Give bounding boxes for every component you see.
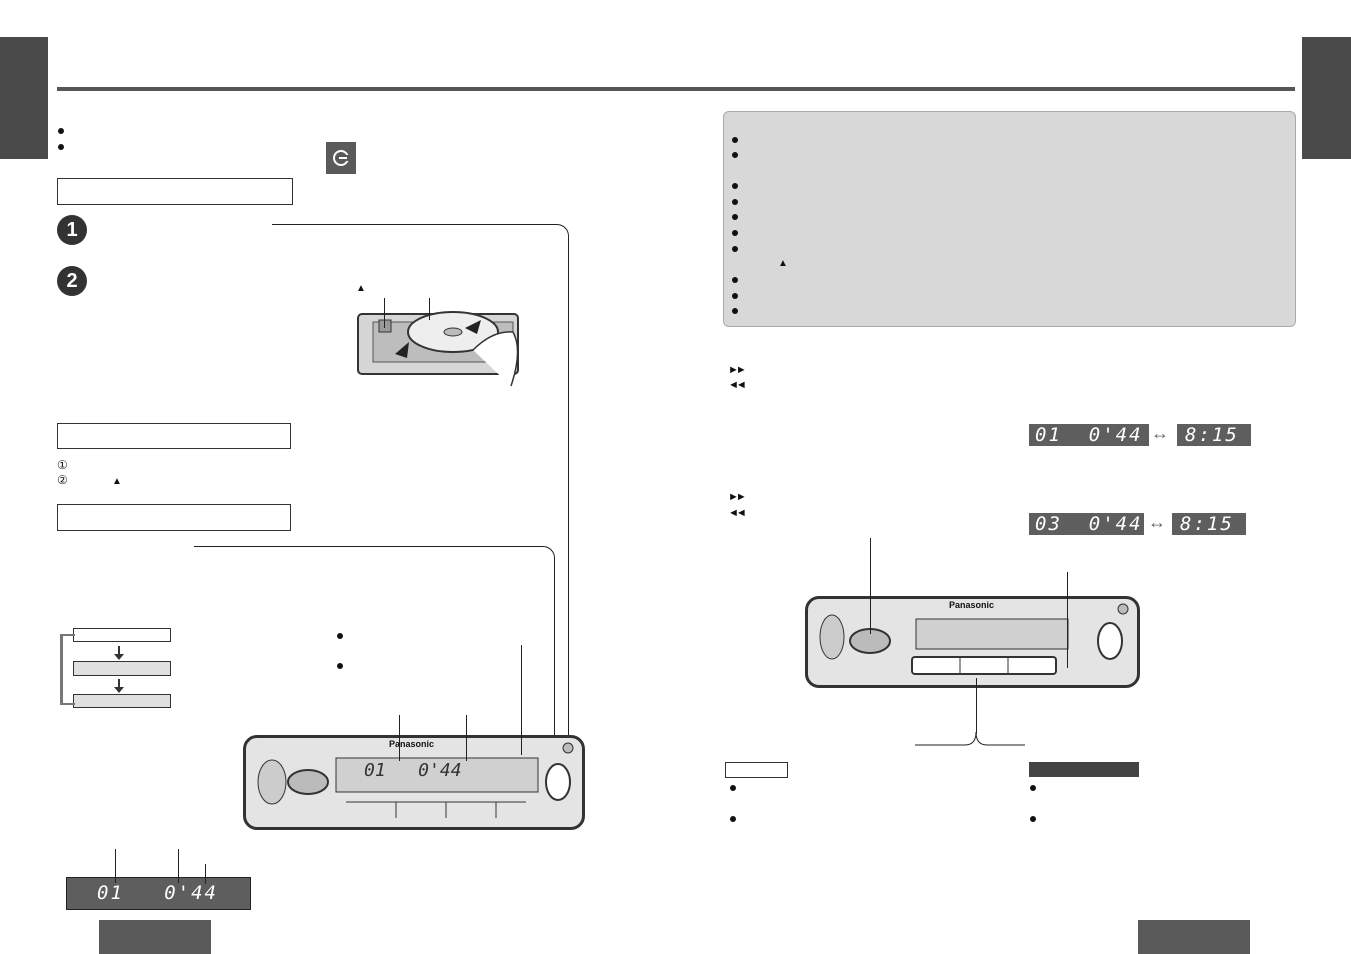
header-rule bbox=[57, 87, 1295, 91]
step-number-1: 1 bbox=[57, 215, 87, 245]
panel-brand-label: Panasonic bbox=[949, 600, 995, 610]
section-label-box bbox=[57, 504, 291, 531]
bracket-line bbox=[915, 730, 1025, 746]
option-bullet bbox=[730, 816, 736, 822]
fast-forward-icon: ►► bbox=[728, 364, 747, 376]
double-arrow-icon: ↔ bbox=[1148, 512, 1166, 532]
section-label-box bbox=[57, 178, 293, 205]
rewind-icon: ◄◄ bbox=[728, 379, 747, 391]
bottom-detail-display-text: 01 0'44 bbox=[97, 882, 218, 904]
option-label-box-dark bbox=[1029, 762, 1139, 777]
note-bullet bbox=[732, 277, 738, 283]
flow-arrow-icon bbox=[114, 679, 124, 693]
callout-line bbox=[429, 298, 430, 320]
note-bullet bbox=[732, 152, 738, 158]
note-bullet bbox=[732, 308, 738, 314]
clock-display-2: 8:15 bbox=[1172, 513, 1246, 535]
callout-line bbox=[384, 298, 385, 328]
connector-line bbox=[540, 546, 555, 777]
note-bullet bbox=[732, 199, 738, 205]
connector-line bbox=[272, 224, 556, 225]
note-bullet bbox=[732, 183, 738, 189]
sub-step-2: ② bbox=[57, 473, 68, 487]
eject-icon: ▲ bbox=[778, 258, 788, 269]
intro-bullet bbox=[58, 128, 64, 134]
notes-panel: ▲ bbox=[723, 111, 1296, 327]
connector-line bbox=[554, 224, 569, 745]
fast-forward-icon: ►► bbox=[728, 491, 747, 503]
callout-line bbox=[466, 715, 467, 761]
option-label-box bbox=[725, 762, 788, 778]
main-unit-display-text: 01 0'44 bbox=[364, 760, 462, 781]
mode-flow-box bbox=[73, 694, 171, 708]
option-bullet bbox=[1030, 816, 1036, 822]
eject-icon: ▲ bbox=[112, 476, 122, 487]
note-bullet bbox=[732, 293, 738, 299]
callout-line bbox=[521, 645, 522, 755]
callout-line bbox=[205, 864, 206, 884]
callout-line bbox=[870, 538, 871, 634]
repeat-icon bbox=[326, 142, 356, 174]
eject-icon: ▲ bbox=[356, 283, 366, 294]
section-label-box bbox=[57, 423, 291, 449]
disc-insertion-illustration bbox=[355, 292, 525, 388]
double-arrow-icon: ↔ bbox=[1151, 423, 1169, 443]
track-time-display-1: 01 0'44 bbox=[1029, 424, 1149, 446]
callout-line bbox=[976, 678, 977, 734]
callout-line bbox=[1067, 572, 1068, 668]
head-unit-illustration: Panasonic 01 0'44 bbox=[243, 735, 585, 830]
callout-line bbox=[399, 715, 400, 761]
option-bullet bbox=[730, 785, 736, 791]
panel-brand-label: Panasonic bbox=[389, 739, 435, 749]
option-bullet bbox=[1030, 785, 1036, 791]
page-number-tab-right bbox=[1138, 920, 1250, 954]
note-bullet bbox=[732, 137, 738, 143]
callout-line bbox=[178, 849, 179, 883]
callout-line bbox=[115, 849, 116, 883]
page-number-tab-left bbox=[99, 920, 211, 954]
left-edge-tab bbox=[0, 37, 48, 159]
mode-flow-box bbox=[73, 661, 171, 676]
mode-bullet bbox=[337, 663, 343, 669]
flow-arrow-icon bbox=[114, 646, 124, 660]
mode-flow-box bbox=[73, 628, 171, 642]
intro-bullet bbox=[58, 144, 64, 150]
sub-step-1: ① bbox=[57, 458, 68, 472]
flow-return-line bbox=[60, 634, 75, 705]
track-time-display-2: 03 0'44 bbox=[1029, 513, 1144, 535]
head-unit-illustration: Panasonic bbox=[805, 596, 1140, 688]
step-number-2: 2 bbox=[57, 266, 87, 296]
rewind-icon: ◄◄ bbox=[728, 507, 747, 519]
right-edge-tab bbox=[1302, 37, 1351, 159]
note-bullet bbox=[732, 214, 738, 220]
note-bullet bbox=[732, 230, 738, 236]
bottom-detail-display: 01 0'44 bbox=[66, 877, 251, 910]
note-bullet bbox=[732, 246, 738, 252]
connector-line bbox=[194, 546, 540, 547]
clock-display-1: 8:15 bbox=[1177, 424, 1251, 446]
mode-bullet bbox=[337, 633, 343, 639]
